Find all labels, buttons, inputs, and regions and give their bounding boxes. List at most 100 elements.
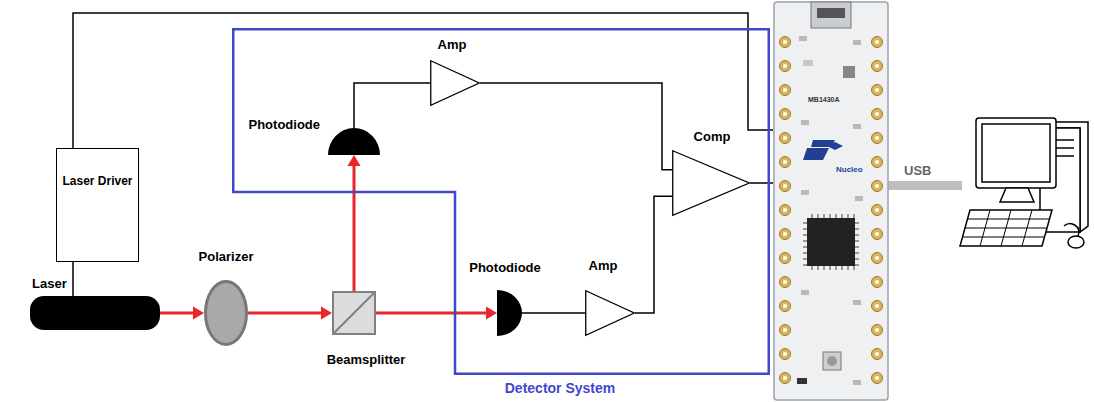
nucleo-board-part (803, 252, 807, 254)
part-label: Comp (694, 129, 731, 145)
nucleo-board-part (817, 214, 819, 218)
nucleo-board-part (773, 0, 889, 402)
beamsplitter-cube-part (332, 291, 376, 335)
nucleo-board-part (841, 266, 843, 270)
beamsplitter-cube: Beamsplitter (332, 291, 376, 335)
beam-path (347, 155, 360, 291)
nucleo-board-part (783, 352, 787, 356)
connector-line (354, 83, 430, 128)
nucleo-board-part (803, 228, 807, 230)
amplifier-triangle: Amp (430, 60, 480, 106)
polarizer-lens-part (204, 280, 248, 346)
part-label: Beamsplitter (327, 352, 406, 368)
nucleo-board-part (875, 112, 879, 116)
amplifier-triangle-part (430, 60, 480, 106)
part-label: Amp (589, 258, 618, 274)
nucleo-board-part (855, 234, 859, 236)
photodiode-symbol-part (497, 290, 522, 336)
nucleo-board-part (803, 264, 807, 266)
laser-body-part (30, 296, 160, 330)
nucleo-board-part (827, 142, 843, 150)
beam-path (160, 306, 204, 319)
nucleo-board-part (875, 40, 879, 44)
part-label: Photodiode (469, 260, 541, 276)
nucleo-board-part (783, 208, 787, 212)
signal-wire (73, 13, 773, 148)
nucleo-board-part (872, 373, 883, 384)
signal-wire (480, 83, 672, 170)
beam-path (248, 306, 332, 319)
nucleo-board-part (780, 85, 791, 96)
comparator-triangle: Comp (672, 150, 750, 216)
arrow-head (347, 155, 360, 166)
signal-wire (522, 313, 585, 314)
cable-label: USB (904, 163, 931, 179)
nucleo-board-part (872, 277, 883, 288)
nucleo-board-part (829, 214, 831, 218)
nucleo-board-part (797, 378, 807, 384)
nucleo-board-part (783, 64, 787, 68)
keyboard-keys (980, 210, 990, 246)
connector-line (376, 312, 488, 315)
keyboard (960, 210, 1052, 246)
part-label: Amp (438, 37, 467, 53)
amplifier-triangle-part (586, 291, 635, 336)
box-label: Laser Driver (62, 174, 132, 188)
monitor-screen (982, 124, 1050, 182)
nucleo-board-part (801, 290, 809, 295)
nucleo-board-part (783, 256, 787, 260)
nucleo-board-part (875, 160, 879, 164)
photodiode-symbol: Photodiode (497, 290, 522, 336)
nucleo-board-part (872, 325, 883, 336)
nucleo-board-part (875, 280, 879, 284)
nucleo-board-part (807, 218, 855, 266)
nucleo-board-part (780, 253, 791, 264)
nucleo-board-part (855, 228, 859, 230)
nucleo-board-part (803, 148, 829, 160)
nucleo-board-part (780, 349, 791, 360)
nucleo-board-part (783, 160, 787, 164)
nucleo-board-part (841, 214, 843, 218)
nucleo-board-part (780, 181, 791, 192)
amplifier-triangle-part (431, 61, 480, 106)
nucleo-board-part (780, 109, 791, 120)
nucleo-board-part (827, 356, 837, 366)
nucleo-board-part (783, 280, 787, 284)
nucleo-board-part (780, 157, 791, 168)
photodiode-symbol: Photodiode (328, 128, 380, 155)
part-label: Detector System (505, 380, 616, 396)
nucleo-board-part (803, 258, 807, 260)
connector-line (480, 83, 672, 170)
nucleo-board-part (774, 2, 888, 400)
nucleo-board-part (811, 214, 813, 218)
comparator-triangle-part (672, 150, 750, 216)
nucleo-board-part (872, 253, 883, 264)
amplifier-triangle: Amp (585, 290, 635, 336)
nucleo-board-part (783, 136, 787, 140)
nucleo-board-part (780, 229, 791, 240)
nucleo-board-part (829, 266, 831, 270)
keyboard-keys (1022, 210, 1032, 246)
nucleo-board-part (780, 373, 791, 384)
nucleo-board-part (843, 66, 855, 78)
nucleo-board-part (875, 184, 879, 188)
nucleo-board-part (872, 229, 883, 240)
nucleo-board-part (823, 352, 841, 370)
nucleo-board-part (817, 266, 819, 270)
nucleo-board-part (875, 208, 879, 212)
nucleo-board-part (853, 266, 855, 270)
nucleo-board-part (875, 88, 879, 92)
nucleo-board-part (783, 88, 787, 92)
nucleo-board-part (835, 266, 837, 270)
computer-icon (960, 118, 1088, 248)
nucleo-board-part (875, 256, 879, 260)
nucleo-board-part (855, 222, 859, 224)
connector-line (353, 164, 356, 291)
amplifier-triangle-part (585, 290, 635, 336)
signal-wire (73, 262, 74, 296)
part-label: Laser (32, 276, 67, 292)
nucleo-board-part (803, 222, 807, 224)
nucleo-board-part (872, 181, 883, 192)
nucleo-board-part (855, 246, 859, 248)
